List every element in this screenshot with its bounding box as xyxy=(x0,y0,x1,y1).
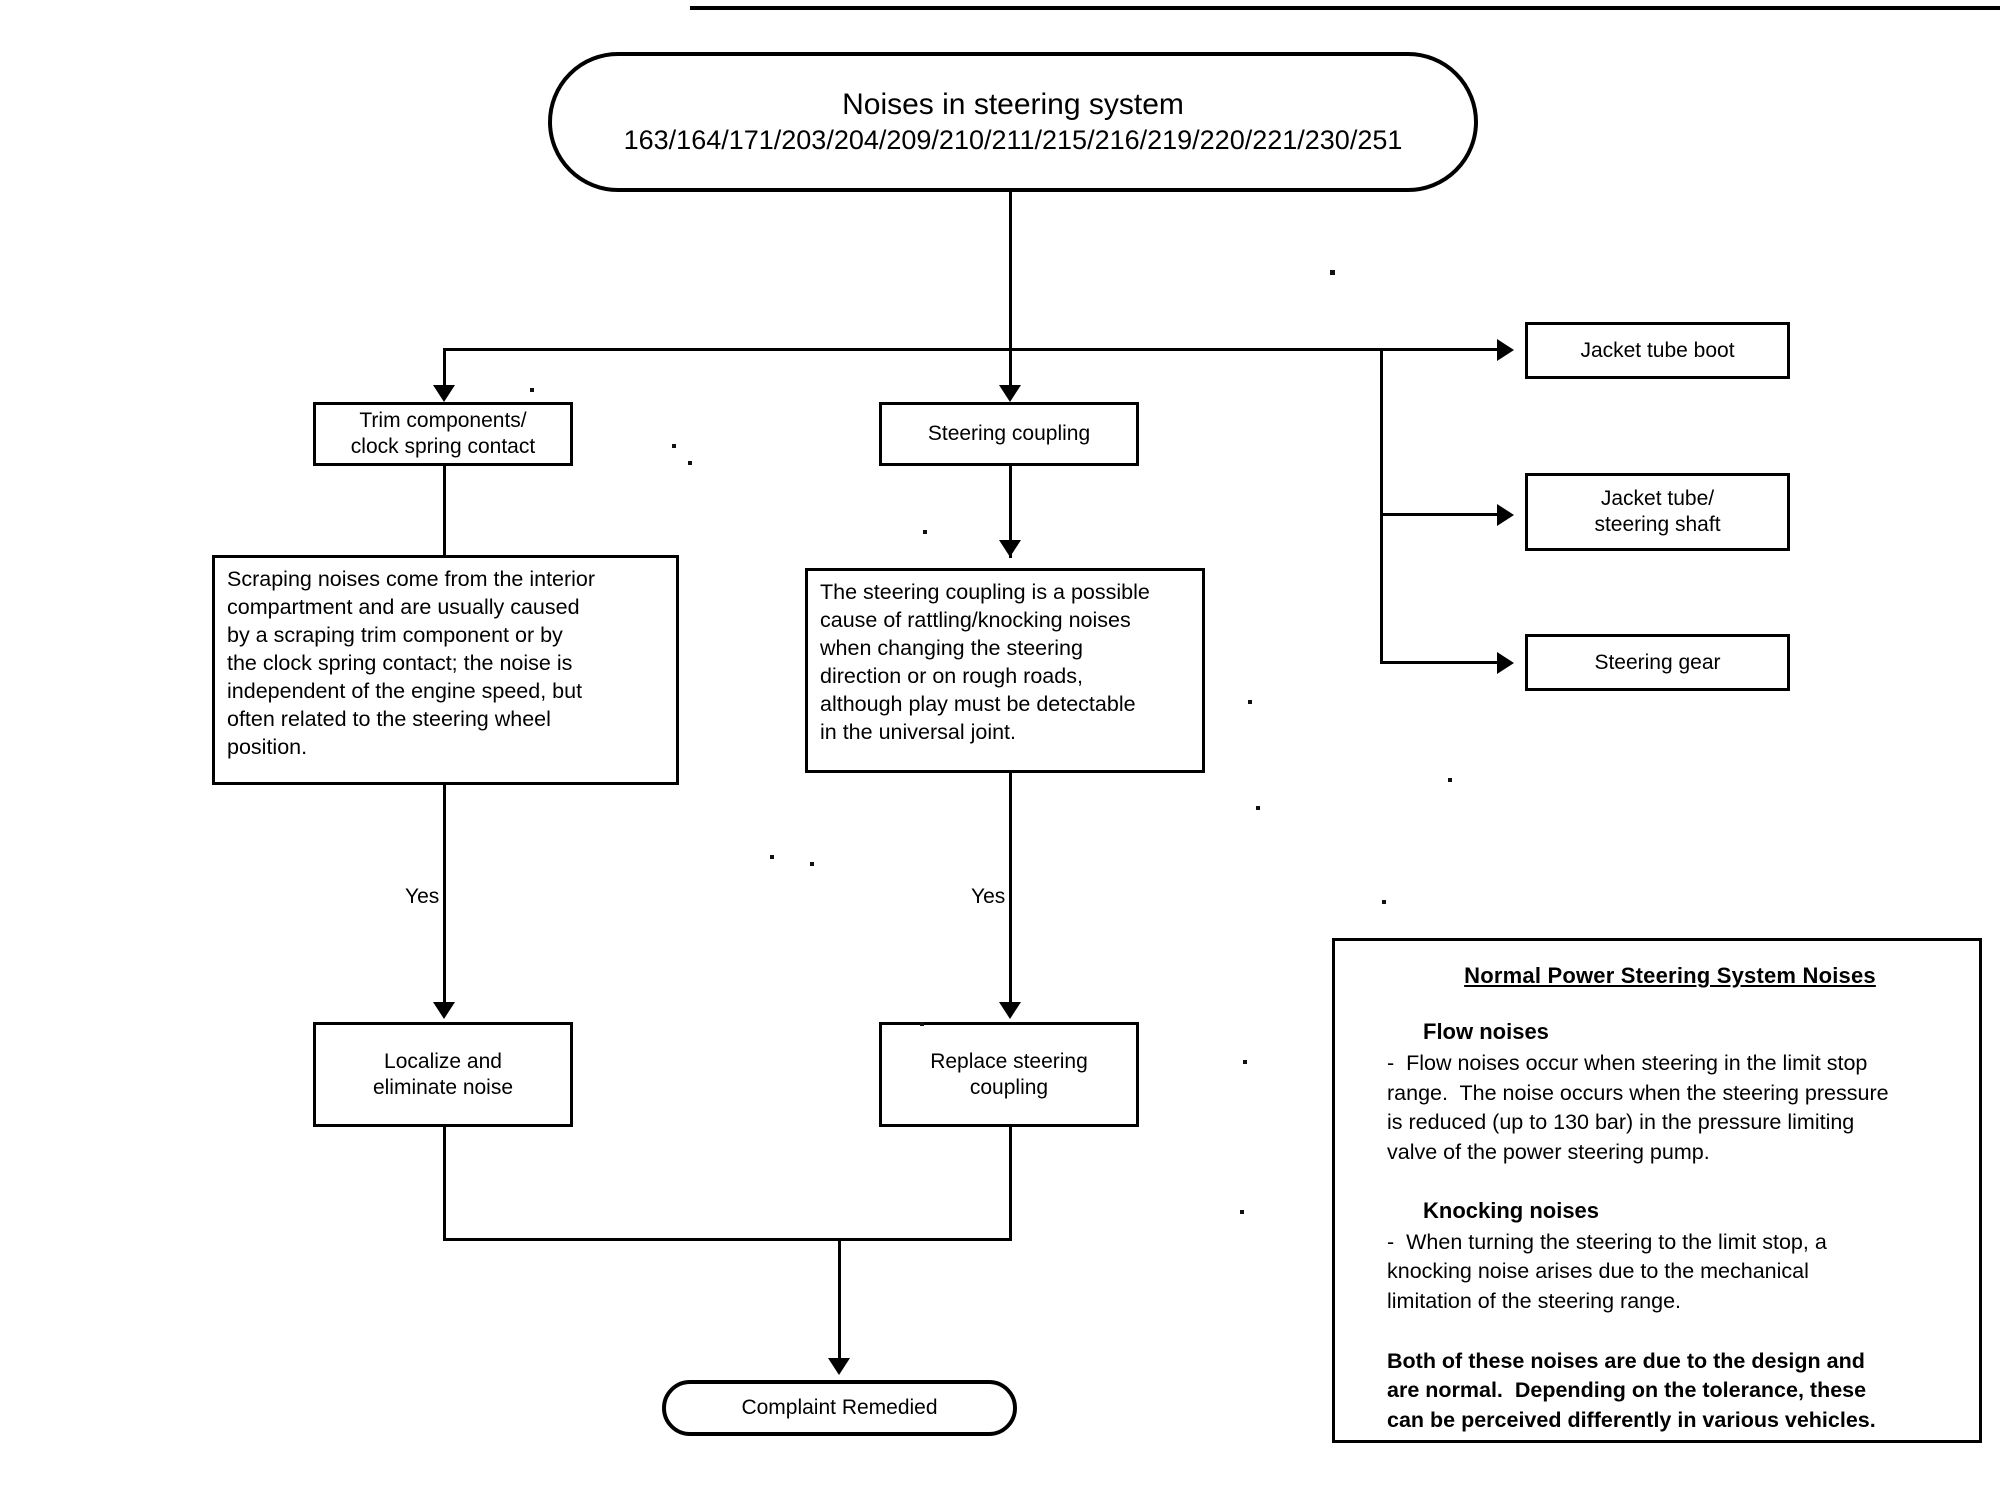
desc-coupling-line-5: in the universal joint. xyxy=(820,719,1016,744)
scan-speckle xyxy=(1330,270,1335,275)
info-s1-line-2: limitation of the steering range. xyxy=(1387,1288,1681,1313)
node-steering-gear: Steering gear xyxy=(1525,634,1790,691)
desc-trim-line-5: often related to the steering wheel xyxy=(227,706,551,731)
start-node-codes: 163/164/171/203/204/209/210/211/215/216/… xyxy=(623,124,1403,155)
connector-coupling-to-desc xyxy=(1009,466,1012,558)
info-s1-line-1: knocking noise arises due to the mechani… xyxy=(1387,1259,1809,1284)
node-localize-line1: Localize and xyxy=(384,1049,502,1073)
end-node: Complaint Remedied xyxy=(662,1380,1017,1436)
info-section-1-body: - When turning the steering to the limit… xyxy=(1387,1228,1953,1317)
node-replace-line1: Replace steering xyxy=(930,1049,1088,1073)
node-trim-line1: Trim components/ xyxy=(359,409,527,433)
connector-to-steering-gear xyxy=(1380,661,1510,664)
info-panel-normal-noises: Normal Power Steering System Noises Flow… xyxy=(1332,938,1982,1443)
connector-trim-yes xyxy=(443,785,446,1010)
start-node: Noises in steering system 163/164/171/20… xyxy=(548,52,1478,192)
edge-label-coupling-yes: Yes xyxy=(968,885,1009,909)
info-section-0-heading: Flow noises xyxy=(1423,1019,1549,1044)
desc-coupling-line-4: although play must be detectable xyxy=(820,691,1136,716)
node-steering-gear-label: Steering gear xyxy=(1594,650,1721,674)
scan-speckle xyxy=(1240,1210,1244,1214)
node-localize-eliminate: Localize and eliminate noise xyxy=(313,1022,573,1127)
connector-merge-bus xyxy=(443,1238,1012,1241)
scan-speckle xyxy=(1248,700,1252,704)
arrowhead-to-steering-gear xyxy=(1497,652,1514,674)
desc-trim-line-0: Scraping noises come from the interior xyxy=(227,567,596,591)
arrowhead-to-replace xyxy=(999,1002,1021,1019)
info-s0-line-2: is reduced (up to 130 bar) in the pressu… xyxy=(1387,1110,1855,1135)
scan-speckle xyxy=(672,444,676,448)
node-jacket-tube-steering-shaft: Jacket tube/ steering shaft xyxy=(1525,473,1790,551)
desc-coupling-line-1: cause of rattling/knocking noises xyxy=(820,607,1131,632)
connector-start-stem xyxy=(1009,192,1012,350)
info-conclusion-line-1: are normal. Depending on the tolerance, … xyxy=(1387,1378,1867,1403)
info-panel-conclusion: Both of these noises are due to the desi… xyxy=(1387,1347,1953,1436)
desc-coupling-line-2: when changing the steering xyxy=(820,635,1083,660)
node-steering-coupling-label: Steering coupling xyxy=(927,422,1091,446)
node-trim-line2: clock spring contact xyxy=(350,435,536,458)
node-localize-line2: eliminate noise xyxy=(372,1075,514,1099)
start-node-title: Noises in steering system xyxy=(842,88,1184,122)
info-s1-line-0: - When turning the steering to the limit… xyxy=(1387,1229,1827,1254)
scan-speckle xyxy=(1243,1060,1247,1064)
desc-trim-line-3: the clock spring contact; the noise is xyxy=(227,650,573,675)
node-steering-coupling: Steering coupling xyxy=(879,402,1139,466)
connector-to-end xyxy=(838,1238,841,1366)
connector-to-coupling xyxy=(1009,348,1012,393)
scan-speckle xyxy=(1382,900,1386,904)
connector-replace-down xyxy=(1009,1127,1012,1240)
edge-label-trim-yes: Yes xyxy=(402,885,443,909)
node-jacket-tube-shaft-line2: steering shaft xyxy=(1594,513,1721,536)
desc-trim-noises: Scraping noises come from the interior c… xyxy=(212,555,679,785)
arrowhead-to-coupling-desc xyxy=(999,540,1021,557)
scan-speckle xyxy=(920,1022,924,1026)
node-trim-components: Trim components/ clock spring contact xyxy=(313,402,573,466)
desc-trim-line-1: compartment and are usually caused xyxy=(227,594,580,619)
scan-speckle xyxy=(1256,806,1260,810)
info-section-0-body: - Flow noises occur when steering in the… xyxy=(1387,1049,1953,1168)
connector-right-riser xyxy=(1380,348,1383,662)
desc-trim-line-6: position. xyxy=(227,734,308,759)
scan-speckle xyxy=(810,862,814,866)
arrowhead-to-jacket-tube-shaft xyxy=(1497,504,1514,526)
info-section-1-heading: Knocking noises xyxy=(1423,1197,1600,1223)
info-s0-line-1: range. The noise occurs when the steerin… xyxy=(1387,1080,1889,1105)
info-conclusion-line-2: can be perceived differently in various … xyxy=(1387,1407,1876,1432)
info-conclusion-line-0: Both of these noises are due to the desi… xyxy=(1387,1348,1865,1373)
connector-to-trim xyxy=(443,348,446,393)
info-s0-line-3: valve of the power steering pump. xyxy=(1387,1139,1710,1164)
info-s0-line-0: - Flow noises occur when steering in the… xyxy=(1387,1051,1868,1075)
node-replace-line2: coupling xyxy=(969,1075,1049,1099)
desc-trim-line-4: independent of the engine speed, but xyxy=(227,678,583,703)
connector-coupling-yes xyxy=(1009,773,1012,1010)
header-rule xyxy=(690,6,2000,10)
connector-localize-down xyxy=(443,1127,446,1240)
scan-speckle xyxy=(530,388,534,392)
info-panel-title: Normal Power Steering System Noises xyxy=(1464,963,1876,988)
desc-coupling-noises: The steering coupling is a possible caus… xyxy=(805,568,1205,773)
desc-coupling-line-0: The steering coupling is a possible xyxy=(820,580,1150,604)
scan-speckle xyxy=(770,855,774,859)
node-replace-coupling: Replace steering coupling xyxy=(879,1022,1139,1127)
connector-main-bus xyxy=(443,348,1383,351)
arrowhead-to-trim xyxy=(433,385,455,402)
desc-trim-line-2: by a scraping trim component or by xyxy=(227,622,563,647)
end-node-label: Complaint Remedied xyxy=(741,1396,938,1420)
connector-trim-to-desc xyxy=(443,466,446,566)
node-jacket-tube-boot: Jacket tube boot xyxy=(1525,322,1790,379)
arrowhead-to-coupling xyxy=(999,385,1021,402)
arrowhead-to-jacket-tube-boot xyxy=(1497,339,1514,361)
connector-to-jacket-tube-shaft xyxy=(1380,513,1510,516)
node-jacket-tube-shaft-line1: Jacket tube/ xyxy=(1600,487,1715,511)
scan-speckle xyxy=(1448,778,1452,782)
desc-coupling-line-3: direction or on rough roads, xyxy=(820,663,1083,688)
arrowhead-to-end xyxy=(828,1358,850,1375)
scan-speckle xyxy=(923,530,927,534)
connector-right-bus xyxy=(1380,348,1510,351)
arrowhead-to-localize xyxy=(433,1002,455,1019)
node-jacket-tube-boot-label: Jacket tube boot xyxy=(1580,338,1735,362)
scan-speckle xyxy=(688,461,692,465)
